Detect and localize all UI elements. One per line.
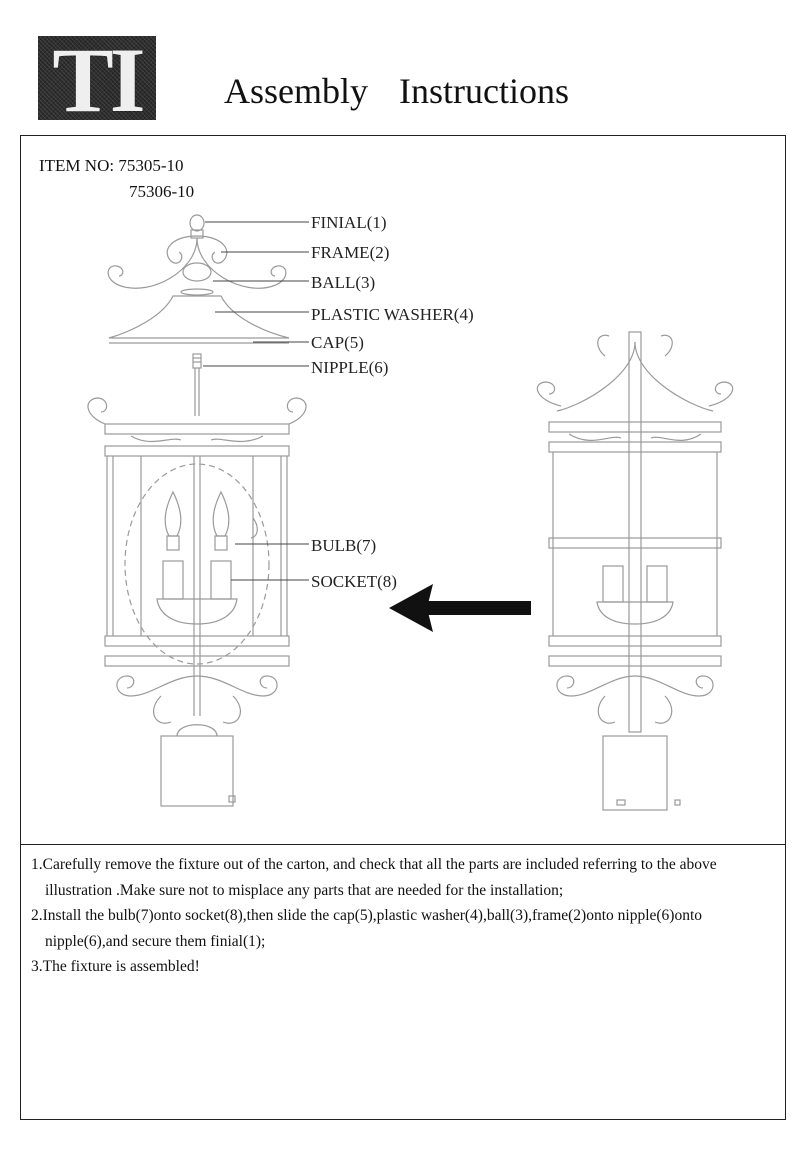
right-lantern — [536, 331, 734, 811]
nipple-drawing — [192, 353, 202, 416]
logo-text: TI — [52, 29, 145, 131]
finial-drawing — [189, 214, 205, 239]
arrow-icon — [389, 584, 531, 632]
washer-drawing — [180, 288, 214, 296]
part-label-frame: FRAME(2) — [311, 243, 389, 262]
part-label-cap: CAP(5) — [311, 333, 364, 352]
instruction-frame: ITEM NO: 75305-10 75306-10 — [20, 135, 786, 1120]
left-lantern — [87, 397, 307, 807]
part-label-bulb: BULB(7) — [311, 536, 376, 555]
ball-drawing — [182, 262, 212, 282]
leader-lines — [203, 221, 309, 581]
item-number-alt: 75306-10 — [129, 182, 195, 201]
ti-logo: TI — [38, 34, 156, 126]
frame-drawing — [107, 235, 287, 289]
step-3: 3.The fixture is assembled! — [31, 958, 200, 975]
cap-drawing — [108, 295, 290, 344]
part-label-nipple: NIPPLE(6) — [311, 358, 388, 377]
bulb-socket-drawing — [124, 463, 270, 665]
part-label-socket: SOCKET(8) — [311, 572, 397, 591]
step-2: 2.Install the bulb(7)onto socket(8),then… — [31, 907, 703, 950]
part-label-finial: FINIAL(1) — [311, 213, 387, 232]
assembly-illustration: FINIAL(1) FRAME(2) BALL(3) PLASTIC WASHE… — [87, 213, 734, 811]
instruction-steps: 1.Carefully remove the fixture out of th… — [31, 852, 771, 980]
item-number: ITEM NO: 75305-10 — [39, 156, 184, 175]
part-label-plastic-washer: PLASTIC WASHER(4) — [311, 305, 474, 324]
section-divider — [21, 844, 785, 845]
page-title: Assembly Instructions — [224, 71, 569, 111]
step-1: 1.Carefully remove the fixture out of th… — [31, 856, 717, 899]
part-label-ball: BALL(3) — [311, 273, 375, 292]
